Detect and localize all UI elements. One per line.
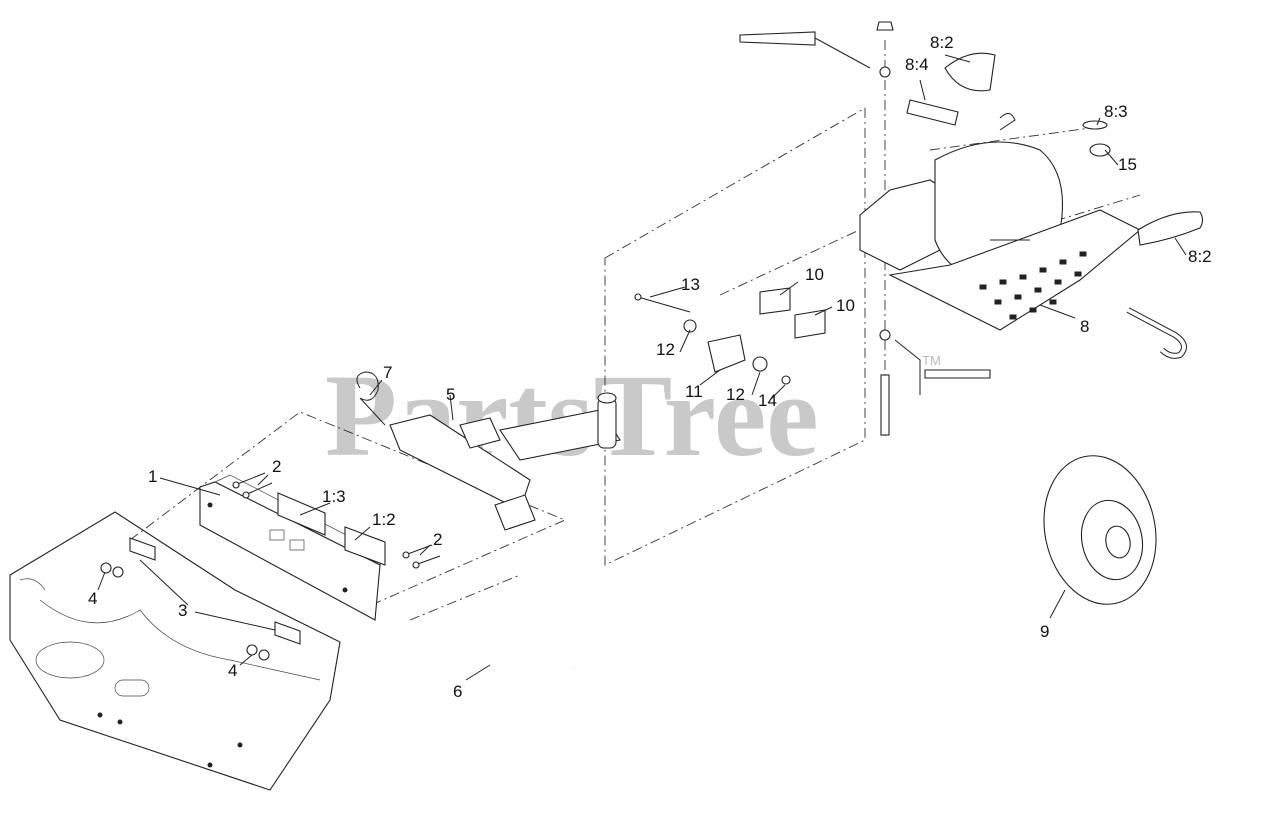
plates-and-nuts bbox=[100, 537, 301, 661]
callout-9: 9 bbox=[1040, 622, 1049, 641]
callout-8-2b: 8:2 bbox=[1188, 247, 1212, 266]
callout-8-3: 8:3 bbox=[1104, 102, 1128, 121]
callout-2b: 2 bbox=[433, 530, 442, 549]
step-plate-holes bbox=[979, 251, 1087, 320]
tool-icons bbox=[739, 31, 991, 395]
callout-6: 6 bbox=[453, 682, 462, 701]
callout-10b: 10 bbox=[836, 296, 855, 315]
callout-15: 15 bbox=[1118, 155, 1137, 174]
callout-13: 13 bbox=[681, 275, 700, 294]
callout-1-3: 1:3 bbox=[322, 487, 346, 506]
callout-7: 7 bbox=[383, 363, 392, 382]
fork-decals bbox=[906, 52, 1204, 246]
rod-right bbox=[1126, 307, 1187, 359]
caster-fork bbox=[859, 141, 1141, 331]
callout-5: 5 bbox=[446, 385, 455, 404]
callout-12b: 12 bbox=[726, 385, 745, 404]
callout-10a: 10 bbox=[805, 265, 824, 284]
caster-hardware bbox=[634, 287, 826, 385]
clip-pin bbox=[356, 371, 386, 426]
callout-4a: 4 bbox=[88, 589, 97, 608]
rod-bottom bbox=[427, 620, 593, 693]
callout-4b: 4 bbox=[228, 661, 237, 680]
bolts bbox=[232, 472, 441, 569]
callout-8-4: 8:4 bbox=[905, 55, 929, 74]
callout-8-2a: 8:2 bbox=[930, 33, 954, 52]
watermark-trademark: TM bbox=[922, 353, 941, 368]
callout-14: 14 bbox=[758, 391, 777, 410]
callout-2a: 2 bbox=[272, 457, 281, 476]
deck-plate bbox=[9, 511, 341, 791]
callout-8: 8 bbox=[1080, 317, 1089, 336]
callout-1: 1 bbox=[148, 467, 157, 486]
callout-1-2: 1:2 bbox=[372, 510, 396, 529]
watermark: PartsTree TM bbox=[325, 350, 941, 481]
wheel bbox=[1043, 455, 1157, 605]
callout-11: 11 bbox=[685, 382, 703, 401]
callout-3: 3 bbox=[178, 601, 187, 620]
leader-lines bbox=[97, 54, 1187, 681]
callout-labels: 1 1:2 1:3 2 2 3 4 4 5 6 7 8 8:2 8:2 8:3 … bbox=[88, 33, 1212, 701]
arm-assembly bbox=[389, 392, 621, 531]
callout-12a: 12 bbox=[656, 340, 675, 359]
